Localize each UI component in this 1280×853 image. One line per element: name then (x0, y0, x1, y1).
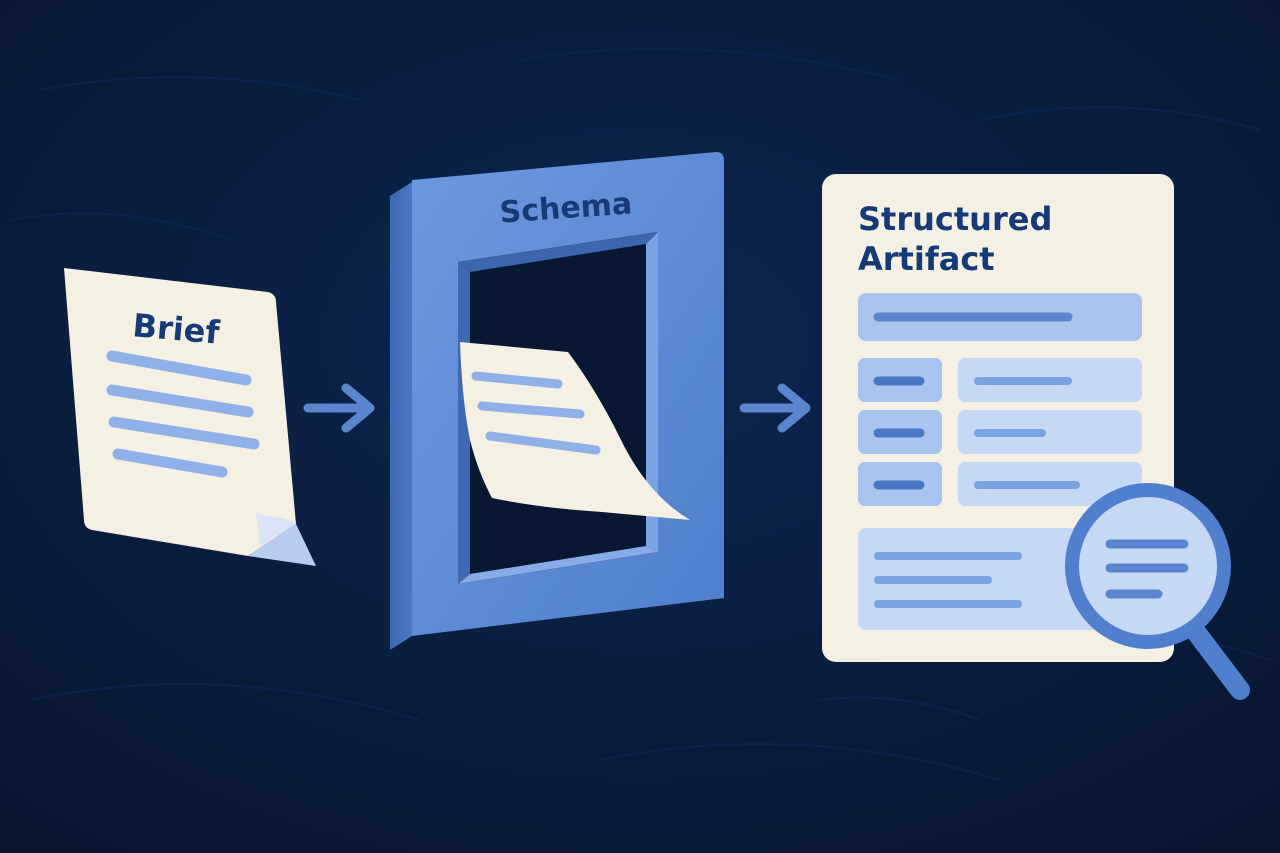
brief-text-lines (106, 350, 260, 478)
frame-side (390, 182, 412, 650)
schema-frame: Schema (390, 152, 724, 650)
brief-title: Brief (131, 306, 222, 352)
brief-page-curl (248, 524, 316, 566)
table-row-value (958, 410, 1142, 454)
arrow-right-icon (739, 383, 811, 433)
paper-in-frame (460, 342, 690, 520)
arrow-right-icon (303, 383, 375, 433)
paper-text-lines (471, 371, 601, 455)
frame-face (412, 152, 724, 636)
brief-document: Brief (64, 268, 316, 566)
artifact-title-line1: Structured (858, 200, 1052, 238)
artifact-table-rows (858, 358, 1142, 506)
brief-paper (64, 268, 296, 556)
magnifier-handle (1186, 622, 1250, 700)
artifact-title-line2: Artifact (858, 240, 995, 278)
magnifying-glass-icon (1065, 483, 1250, 700)
